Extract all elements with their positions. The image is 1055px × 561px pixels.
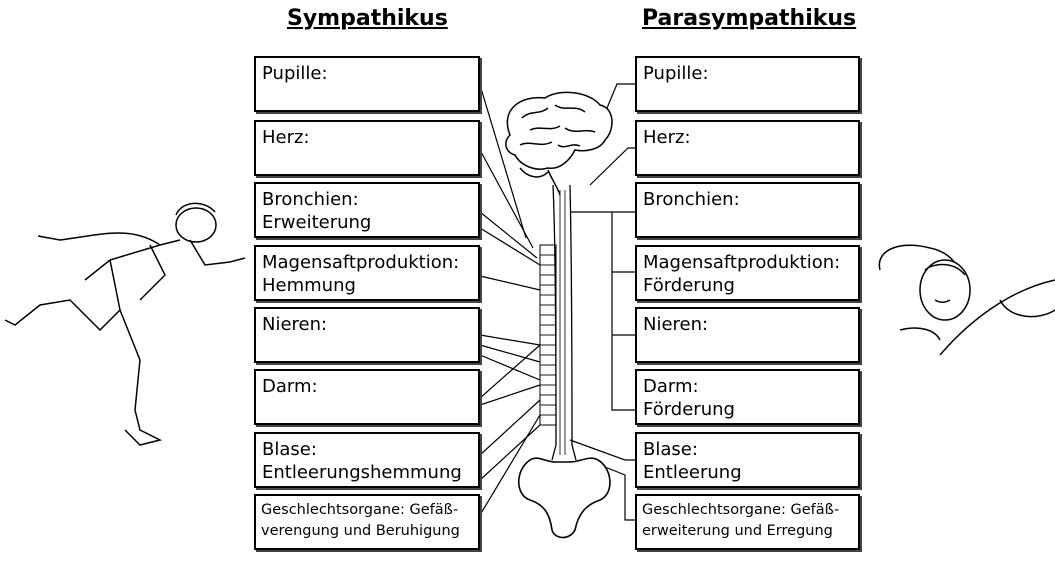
parasympathetic-connectors [569, 83, 635, 521]
box-label: Pupille: [262, 63, 328, 84]
box-label: Bronchien: [262, 189, 359, 210]
parasympathikus-box-geschlechtsorgane: Geschlechtsorgane: Gefäß- erweiterung un… [635, 494, 860, 550]
box-effect: verengung und Beruhigung [261, 523, 460, 539]
box-label: Herz: [262, 127, 310, 148]
box-label: Herz: [643, 127, 691, 148]
box-effect: Entleerungshemmung [262, 462, 462, 483]
box-label: Darm: [643, 376, 699, 397]
sympathikus-title: Sympathikus [287, 6, 448, 31]
parasympathikus-box-nieren: Nieren: [635, 307, 860, 363]
box-label: Geschlechtsorgane: Gefäß- [261, 502, 459, 518]
box-label: Pupille: [643, 63, 709, 84]
parasympathikus-box-pupille: Pupille: [635, 56, 860, 112]
box-effect: Erweiterung [262, 212, 372, 233]
sympathetic-connectors [479, 84, 541, 516]
parasympathikus-box-magensaftproduktion: Magensaftproduktion: Förderung [635, 245, 860, 301]
parasympathikus-box-herz: Herz: [635, 120, 860, 176]
sympathikus-box-blase: Blase: Entleerungshemmung [254, 432, 480, 488]
box-effect: Förderung [643, 399, 735, 420]
sympathikus-box-herz: Herz: [254, 120, 480, 176]
ganglion-chain [540, 254, 556, 416]
spinal-cord-icon [539, 184, 577, 461]
box-label: Blase: [643, 439, 698, 460]
sympathikus-box-pupille: Pupille: [254, 56, 480, 112]
sympathikus-box-bronchien: Bronchien: Erweiterung [254, 182, 480, 238]
box-effect: erweiterung und Erregung [642, 523, 833, 539]
box-label: Blase: [262, 439, 317, 460]
brain-icon [505, 91, 613, 196]
box-label: Nieren: [262, 314, 328, 335]
box-effect: Entleerung [643, 462, 742, 483]
parasympathikus-box-blase: Blase: Entleerung [635, 432, 860, 488]
parasympathikus-title: Parasympathikus [642, 6, 857, 31]
box-label: Geschlechtsorgane: Gefäß- [642, 502, 840, 518]
sleeping-person-icon [878, 244, 1055, 356]
sympathikus-box-geschlechtsorgane: Geschlechtsorgane: Gefäß- verengung und … [254, 494, 480, 550]
box-label: Magensaftproduktion: [643, 252, 841, 273]
box-effect: Hemmung [262, 275, 356, 296]
parasympathikus-box-darm: Darm: Förderung [635, 369, 860, 425]
box-effect: Förderung [643, 275, 735, 296]
running-person-icon [4, 202, 246, 446]
sympathikus-box-darm: Darm: [254, 369, 480, 425]
box-label: Bronchien: [643, 189, 740, 210]
parasympathikus-box-bronchien: Bronchien: [635, 182, 860, 238]
box-label: Darm: [262, 376, 318, 397]
box-label: Magensaftproduktion: [262, 252, 460, 273]
sympathikus-box-nieren: Nieren: [254, 307, 480, 363]
pelvis-icon [517, 457, 611, 539]
sympathikus-box-magensaftproduktion: Magensaftproduktion: Hemmung [254, 245, 480, 301]
box-label: Nieren: [643, 314, 709, 335]
